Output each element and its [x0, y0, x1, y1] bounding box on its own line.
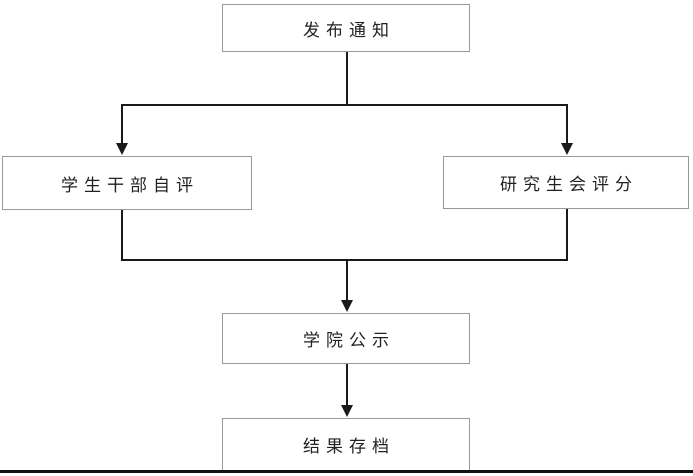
arrowhead-right-icon	[561, 143, 573, 155]
page-bottom-edge	[0, 470, 693, 473]
node-grad-union-scoring-label: 研究生会评分	[500, 175, 638, 194]
node-grad-union-scoring: 研究生会评分	[443, 156, 689, 209]
node-college-publicity-label: 学院公示	[303, 331, 395, 350]
node-student-self-evaluation-label: 学生干部自评	[61, 175, 199, 195]
node-publish-notice-label: 发布通知	[303, 20, 395, 40]
node-publish-notice: 发布通知	[222, 4, 470, 52]
arrowhead-publicity-icon	[341, 300, 353, 312]
node-result-archive: 结果存档	[222, 418, 470, 471]
arrowhead-archive-icon	[341, 405, 353, 417]
node-college-publicity: 学院公示	[222, 313, 470, 364]
node-result-archive-label: 结果存档	[303, 437, 395, 456]
node-student-self-evaluation: 学生干部自评	[2, 156, 252, 210]
arrowhead-left-icon	[116, 143, 128, 155]
